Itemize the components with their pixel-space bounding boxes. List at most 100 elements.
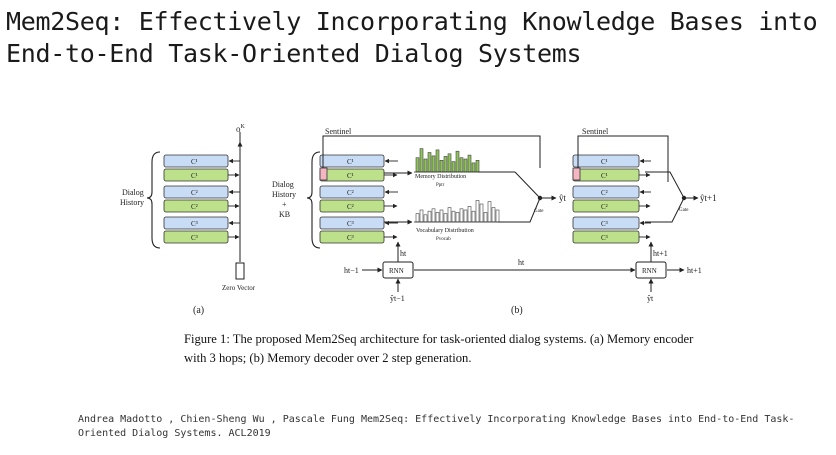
output-label-2: ŷt+1 [700, 193, 717, 203]
memory-cell [163, 216, 229, 230]
distribution-bar [467, 154, 472, 173]
memory-cell [163, 154, 229, 168]
vocab-distribution-sub: Pvocab [436, 237, 451, 242]
memory-cell-label: C¹ [191, 158, 198, 166]
distribution-bar [463, 158, 468, 173]
zero-vector-box [235, 262, 245, 280]
panel-a-side-label-1: Dialog [122, 188, 144, 197]
distribution-bar [495, 209, 500, 223]
memory-cell-label: C¹ [601, 172, 608, 180]
rnn-box-1 [382, 261, 414, 279]
memory-cell-label: C³ [191, 220, 198, 228]
memory-cell [572, 185, 640, 199]
sentinel-label-2: Sentinel [582, 127, 609, 136]
distribution-bar [459, 208, 464, 223]
distribution-bar [455, 150, 460, 173]
distribution-bar [491, 207, 496, 223]
distribution-bar [435, 149, 440, 173]
memory-cell [319, 216, 385, 230]
vocab-distribution-label: Vocabulary Distribution [416, 228, 474, 234]
distribution-bar [431, 155, 436, 173]
citation: Andrea Madotto , Chien-Sheng Wu , Pascal… [78, 414, 795, 439]
slide-title: Mem2Seq: Effectively Incorporating Knowl… [6, 6, 832, 70]
sentinel-cell [572, 167, 581, 181]
memory-cell-label: C² [347, 203, 354, 211]
h-t-mid-label: ht [518, 258, 525, 267]
gate-node-2 [681, 195, 687, 201]
gate-label-2: Gate [679, 208, 689, 213]
panel-a-side-label-2: History [120, 198, 144, 207]
memory-cell [319, 185, 385, 199]
distribution-bar [431, 208, 436, 223]
y-in-label-1: ŷt−1 [390, 294, 405, 303]
memory-cell-label: C³ [601, 234, 608, 242]
panel-b-side-label-4: KB [279, 210, 290, 219]
distribution-bar [479, 203, 484, 223]
memory-cell-label: C² [191, 203, 198, 211]
memory-cell-label: C² [191, 189, 198, 197]
distribution-bar [435, 212, 440, 223]
caption-line-2: with 3 hops; (b) Memory decoder over 2 s… [184, 351, 472, 365]
memory-cell-label: C³ [347, 220, 354, 228]
memory-cell-label: C¹ [191, 172, 198, 180]
sentinel-label-1: Sentinel [325, 127, 352, 136]
memory-cell-label: C³ [601, 220, 608, 228]
memory-cell-label: C¹ [347, 158, 354, 166]
panel-a-top-label: oK [236, 124, 246, 134]
distribution-bar [447, 153, 452, 173]
distribution-bar [439, 160, 444, 173]
sentinel-cell [319, 167, 328, 181]
panel-a-panel-label: (a) [193, 305, 204, 316]
distribution-bar [419, 209, 424, 223]
panel-b-side-label-1: Dialog [272, 180, 294, 189]
distribution-bar [451, 161, 456, 173]
memory-cell-label: C³ [347, 234, 354, 242]
memory-cell [319, 154, 385, 168]
distribution-bar [415, 213, 420, 223]
distribution-bar [475, 200, 480, 223]
memory-cell-label: C² [601, 203, 608, 211]
distribution-bar [415, 157, 420, 173]
memory-cell-label: C¹ [347, 172, 354, 180]
panel-b-side-label-3: + [282, 200, 287, 209]
distribution-bar [419, 148, 424, 173]
rnn-label-2: RNN [642, 267, 657, 275]
panel-b: Dialog History + KB Sentinel Sentinel C¹… [272, 127, 717, 316]
distribution-bar [487, 201, 492, 223]
memory-distribution-bars [414, 148, 480, 173]
vocab-distribution-bars [414, 200, 500, 223]
distribution-bar [439, 209, 444, 223]
h-prev-label: ht−1 [344, 266, 359, 275]
panel-b-panel-label: (b) [511, 305, 523, 316]
distribution-bar [463, 209, 468, 223]
gate-node-1 [537, 195, 543, 201]
memory-distribution-label: Memory Distribution [415, 174, 466, 180]
distribution-bar [451, 210, 456, 223]
distribution-bar [483, 212, 488, 223]
memory-cell [572, 154, 640, 168]
panel-b-side-label-2: History [272, 190, 296, 199]
distribution-bar [443, 213, 448, 223]
h-t-up-label: ht [400, 249, 407, 258]
y-in-label-2: ŷt [647, 294, 654, 303]
gate-label-1: Gate [534, 209, 544, 214]
distribution-bar [475, 160, 480, 173]
sentinel-line-2 [577, 135, 669, 182]
distribution-bar [447, 207, 452, 223]
distribution-bar [423, 158, 428, 173]
distribution-bar [427, 152, 432, 173]
memory-cell [572, 216, 640, 230]
rnn-label-1: RNN [389, 267, 404, 275]
memory-cell-label: C¹ [601, 158, 608, 166]
memory-distribution-sub: Pptr [436, 183, 445, 188]
panel-b-brace [306, 151, 321, 249]
slide-title-line-1: Mem2Seq: Effectively Incorporating Knowl… [6, 7, 818, 36]
panel-a-brace [146, 151, 161, 249]
distribution-bar [427, 210, 432, 223]
caption-line-1: Figure 1: The proposed Mem2Seq architect… [184, 332, 694, 346]
